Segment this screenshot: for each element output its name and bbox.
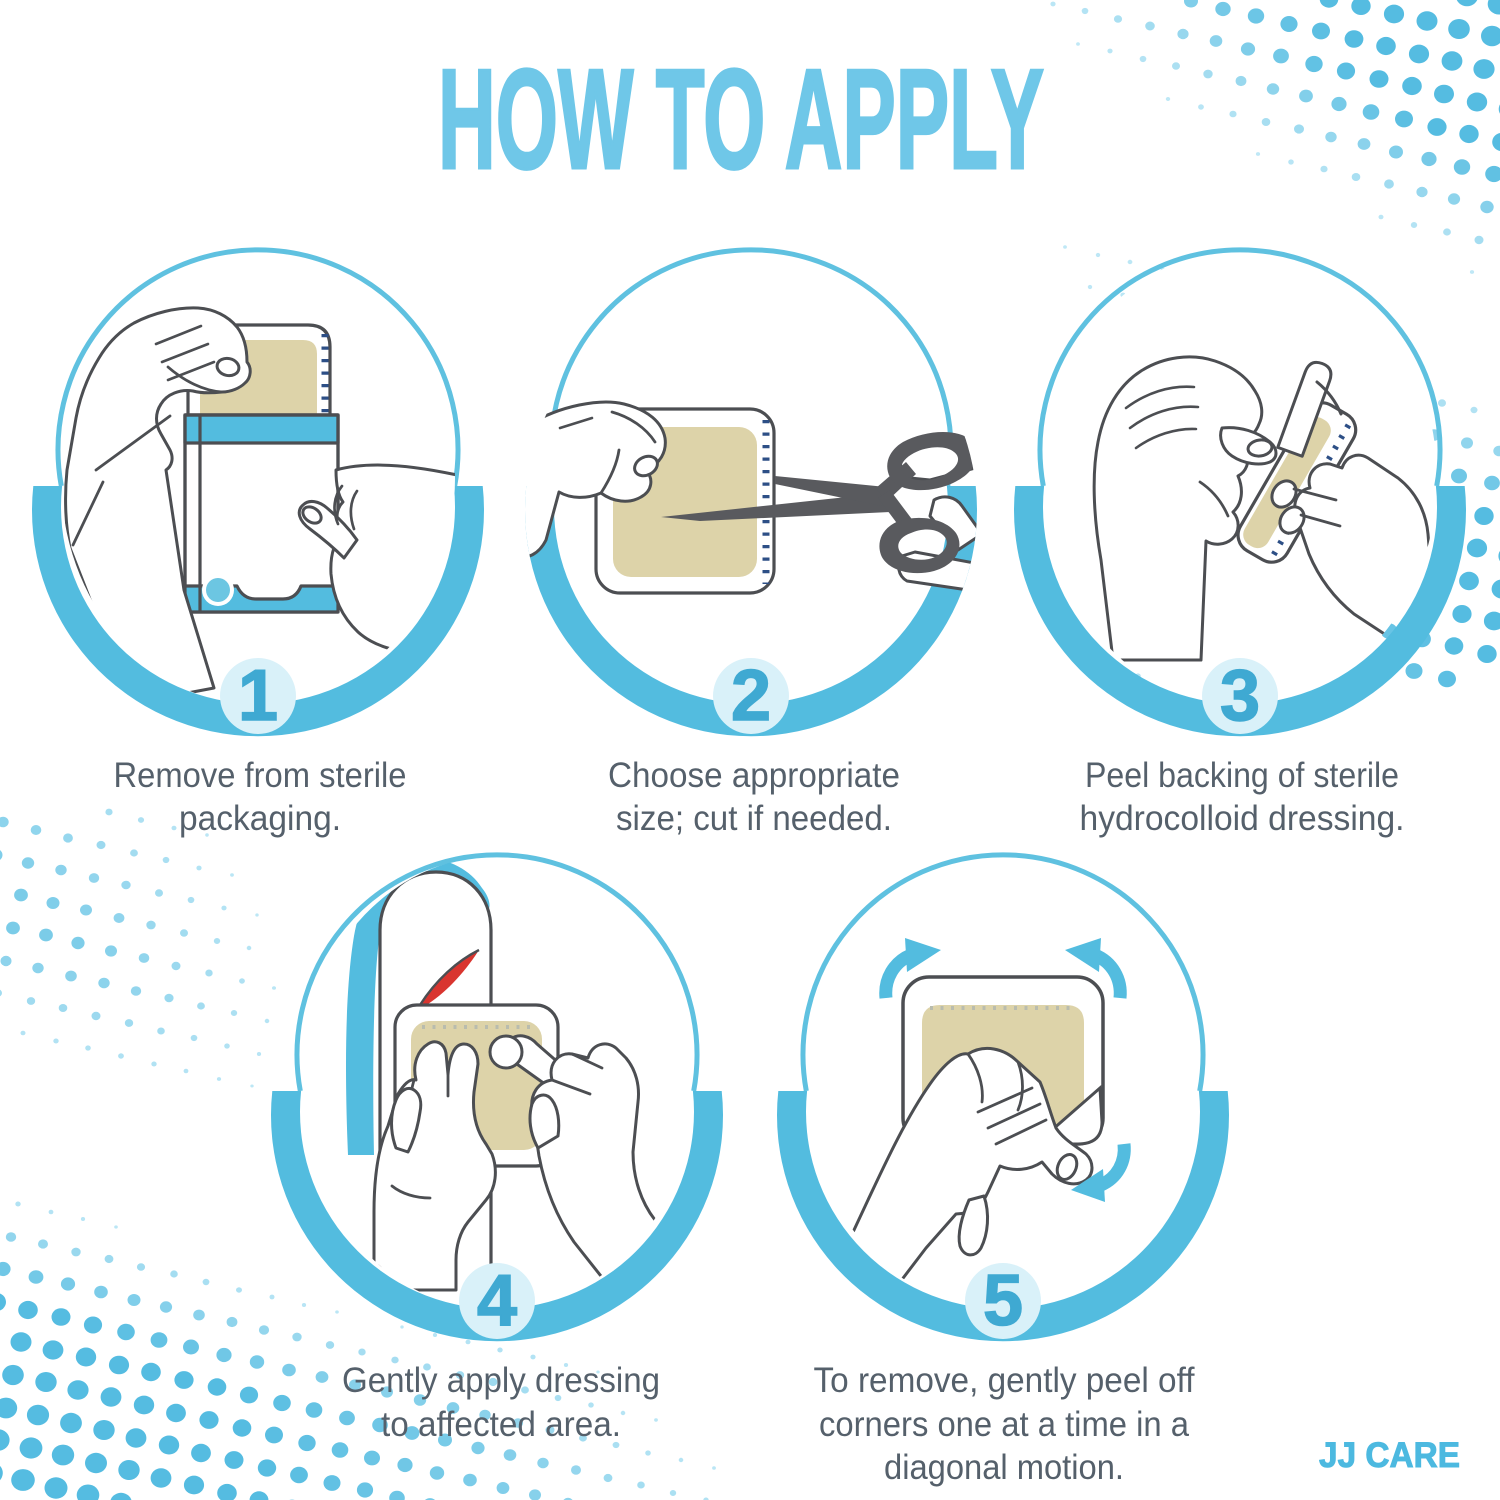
svg-text:1: 1 bbox=[238, 656, 278, 736]
svg-text:corners one at a time in a: corners one at a time in a bbox=[819, 1405, 1189, 1444]
svg-text:HOW TO APPLY: HOW TO APPLY bbox=[438, 40, 1044, 199]
svg-text:Choose appropriate: Choose appropriate bbox=[608, 756, 900, 795]
svg-text:2: 2 bbox=[731, 656, 771, 736]
svg-text:hydrocolloid dressing.: hydrocolloid dressing. bbox=[1080, 799, 1405, 838]
svg-text:Remove from sterile: Remove from sterile bbox=[114, 756, 407, 795]
svg-text:To remove, gently peel off: To remove, gently peel off bbox=[814, 1361, 1195, 1400]
svg-text:size; cut if needed.: size; cut if needed. bbox=[616, 799, 892, 838]
svg-text:4: 4 bbox=[477, 1261, 517, 1341]
svg-text:Gently apply dressing: Gently apply dressing bbox=[342, 1361, 660, 1400]
svg-text:packaging.: packaging. bbox=[179, 799, 341, 838]
svg-text:diagonal motion.: diagonal motion. bbox=[884, 1448, 1124, 1487]
svg-text:Peel backing of sterile: Peel backing of sterile bbox=[1085, 756, 1399, 795]
svg-text:to affected area.: to affected area. bbox=[381, 1405, 621, 1444]
svg-text:JJ CARE: JJ CARE bbox=[1319, 1436, 1460, 1475]
svg-text:3: 3 bbox=[1220, 656, 1260, 736]
svg-text:5: 5 bbox=[983, 1261, 1023, 1341]
